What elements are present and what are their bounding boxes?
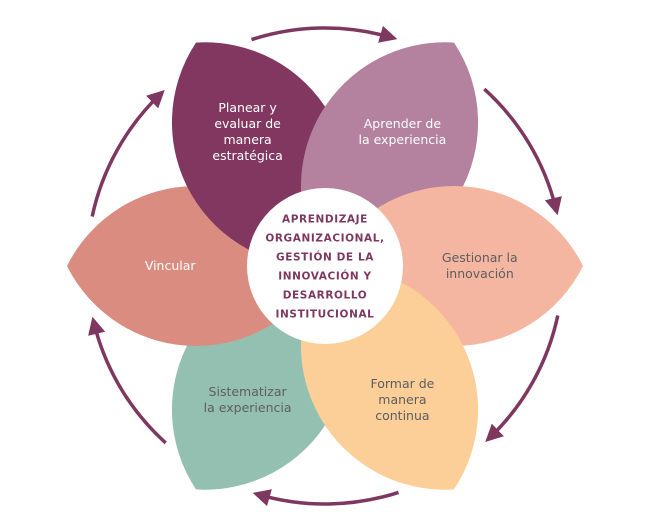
petal-label-line: Sistematizar xyxy=(209,384,288,399)
cycle-arrow-sistematizar-to-vincular xyxy=(88,316,167,445)
center-title-line: INNOVACIÓN Y xyxy=(278,270,371,283)
cycle-arrows xyxy=(88,25,562,507)
center-title-line: ORGANIZACIONAL, xyxy=(265,233,384,245)
petal-label-line: estratégica xyxy=(212,148,282,163)
center-hub: APRENDIZAJE ORGANIZACIONAL, GESTIÓN DE LA I… xyxy=(247,188,403,344)
cycle-arrow-vincular-to-planear xyxy=(90,89,165,217)
petal-label-vincular: Vincular xyxy=(145,258,197,273)
petal-label-line: la experiencia xyxy=(358,132,446,147)
center-title-line: DESARROLLO xyxy=(283,290,368,302)
petal-label-line: manera xyxy=(378,392,426,407)
petal-label-line: Aprender de xyxy=(364,116,442,131)
petal-label-line: evaluar de xyxy=(214,116,281,131)
petal-label-line: Formar de xyxy=(370,376,434,391)
petal-label-line: Vincular xyxy=(145,258,197,273)
cycle-arrow-planear-to-aprender xyxy=(250,25,398,43)
center-title-line: APRENDIZAJE xyxy=(282,214,368,226)
petal-label-line: la experiencia xyxy=(204,400,292,415)
center-circle xyxy=(247,188,403,344)
cycle-arrow-aprender-to-gestionar xyxy=(483,87,562,216)
petal-label-line: Gestionar la xyxy=(442,250,518,265)
center-title-line: INSTITUCIONAL xyxy=(276,309,375,321)
petal-label-line: continua xyxy=(375,408,429,423)
cycle-arrow-gestionar-to-formar xyxy=(485,315,560,443)
cycle-arrow-formar-to-sistematizar xyxy=(252,489,400,507)
petal-label-line: Planear y xyxy=(218,100,277,115)
center-title: APRENDIZAJE ORGANIZACIONAL, GESTIÓN DE LA I… xyxy=(265,214,384,321)
petal-label-line: manera xyxy=(223,132,271,147)
center-title-line: GESTIÓN DE LA xyxy=(276,251,374,264)
petal-label-line: innovación xyxy=(446,266,514,281)
